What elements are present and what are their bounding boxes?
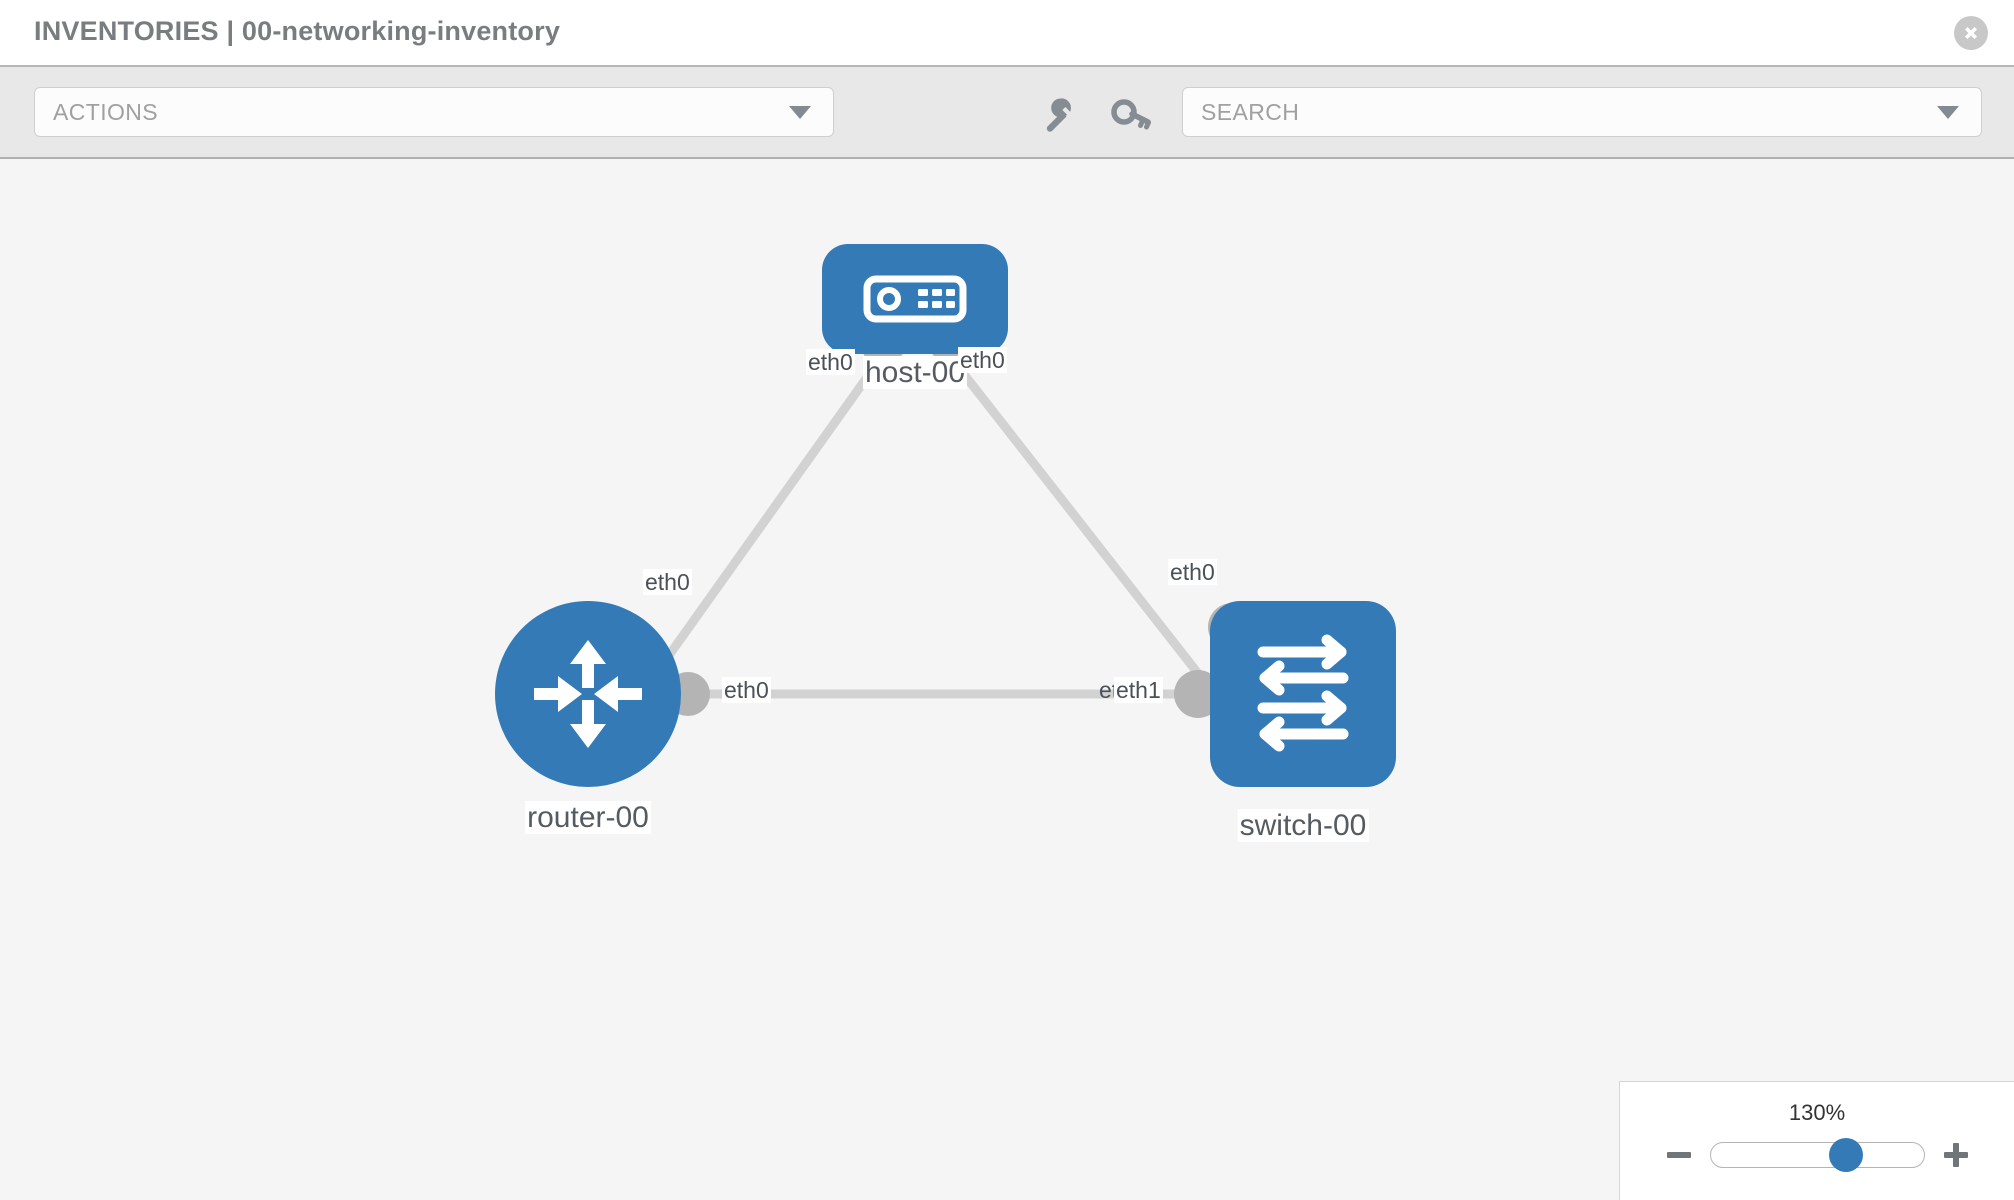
- node-host-00-label: host-00: [862, 356, 968, 389]
- switch-arrows-icon: [1257, 634, 1349, 752]
- edge-label-router-up: eth0: [643, 569, 692, 596]
- node-router-00-shape[interactable]: [495, 601, 681, 787]
- toolbar: ACTIONS SEARCH: [0, 67, 2014, 159]
- topology-canvas[interactable]: host-00 router-00: [0, 159, 2014, 1200]
- actions-dropdown-value: ACTIONS: [53, 98, 159, 125]
- zoom-slider[interactable]: [1709, 1138, 1925, 1172]
- search-input[interactable]: SEARCH: [1182, 87, 1982, 137]
- edge-label-host-left: eth0: [806, 349, 855, 376]
- edge-label-router-right: eth0: [722, 677, 771, 704]
- node-switch-00-label: switch-00: [1237, 809, 1369, 842]
- chevron-down-icon: [789, 105, 811, 119]
- node-router-00-label: router-00: [525, 801, 651, 834]
- zoom-control-panel: 130%: [1619, 1081, 2014, 1200]
- node-host-00-shape[interactable]: [822, 244, 1008, 354]
- zoom-level-value: 130%: [1788, 1100, 1846, 1125]
- key-icon[interactable]: [1110, 95, 1154, 135]
- chevron-down-icon: [1937, 105, 1959, 119]
- zoom-in-button[interactable]: [1941, 1140, 1971, 1170]
- edge-label-switch-up: eth0: [1168, 559, 1217, 586]
- edge-host-switch: [948, 356, 1222, 702]
- router-arrows-icon: [534, 640, 642, 748]
- edge-label-switch-left: eth1: [1114, 677, 1163, 704]
- actions-dropdown[interactable]: ACTIONS: [34, 87, 834, 137]
- edge-router-host: [641, 356, 884, 692]
- zoom-out-button[interactable]: [1664, 1140, 1694, 1170]
- edge-lines: [641, 356, 1222, 702]
- server-icon: [863, 275, 967, 323]
- node-switch-00-shape[interactable]: [1210, 601, 1396, 787]
- zoom-slider-thumb[interactable]: [1828, 1138, 1863, 1172]
- node-switch-00[interactable]: switch-00: [1210, 601, 1396, 842]
- wrench-icon[interactable]: [1040, 95, 1084, 135]
- close-icon[interactable]: [1954, 16, 1988, 50]
- search-input-value: SEARCH: [1201, 98, 1300, 125]
- page-header: INVENTORIES | 00-networking-inventory: [0, 0, 2014, 67]
- edge-label-host-right: eth0: [958, 347, 1007, 374]
- node-host-00[interactable]: host-00: [822, 244, 1008, 389]
- node-router-00[interactable]: router-00: [495, 601, 681, 834]
- page-title: INVENTORIES | 00-networking-inventory: [34, 16, 561, 46]
